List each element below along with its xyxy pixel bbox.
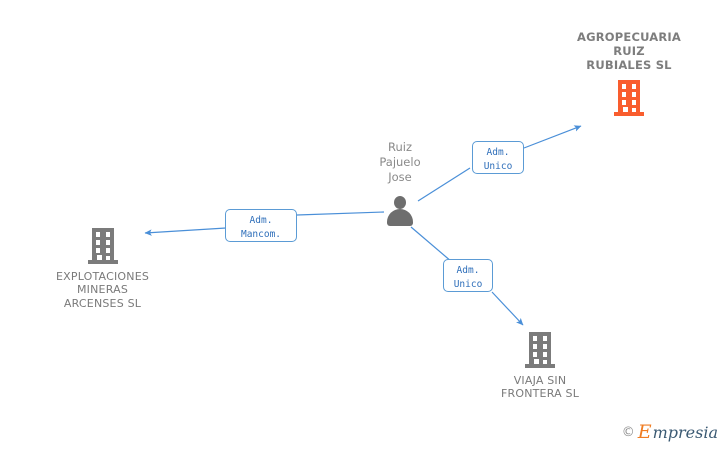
focus-company-label: AGROPECUARIA RUIZ RUBIALES SL	[576, 30, 681, 73]
copyright-icon: ©	[621, 425, 635, 440]
edge-to-company-left	[144, 211, 385, 236]
node-focus-company[interactable]: AGROPECUARIA RUIZ RUBIALES SL	[556, 30, 702, 117]
company-bottom-label: VIAJA SIN FRONTERA SL	[500, 374, 580, 401]
person-icon	[386, 196, 414, 226]
brand-initial: E	[637, 421, 652, 443]
relation-chip-adm-mancom[interactable]: Adm. Mancom.	[225, 209, 297, 242]
edge-to-company-bottom	[410, 226, 524, 326]
brand-name: mpresia	[652, 422, 718, 442]
building-icon	[614, 80, 644, 117]
relation-chip-adm-unico-top[interactable]: Adm. Unico	[472, 141, 524, 174]
node-person[interactable]	[385, 196, 415, 226]
node-company-bottom[interactable]: VIAJA SIN FRONTERA SL	[470, 332, 610, 401]
building-icon	[525, 332, 555, 368]
node-company-left[interactable]: EXPLOTACIONES MINERAS ARCENSES SL	[30, 228, 175, 310]
person-name-label: Ruiz Pajuelo Jose	[379, 140, 421, 184]
empresia-watermark: © E mpresia	[622, 423, 718, 442]
company-left-label: EXPLOTACIONES MINERAS ARCENSES SL	[55, 270, 150, 310]
building-icon	[87, 228, 118, 264]
edge-to-focus-company	[417, 125, 582, 202]
relation-chip-adm-unico-bottom[interactable]: Adm. Unico	[443, 259, 493, 292]
